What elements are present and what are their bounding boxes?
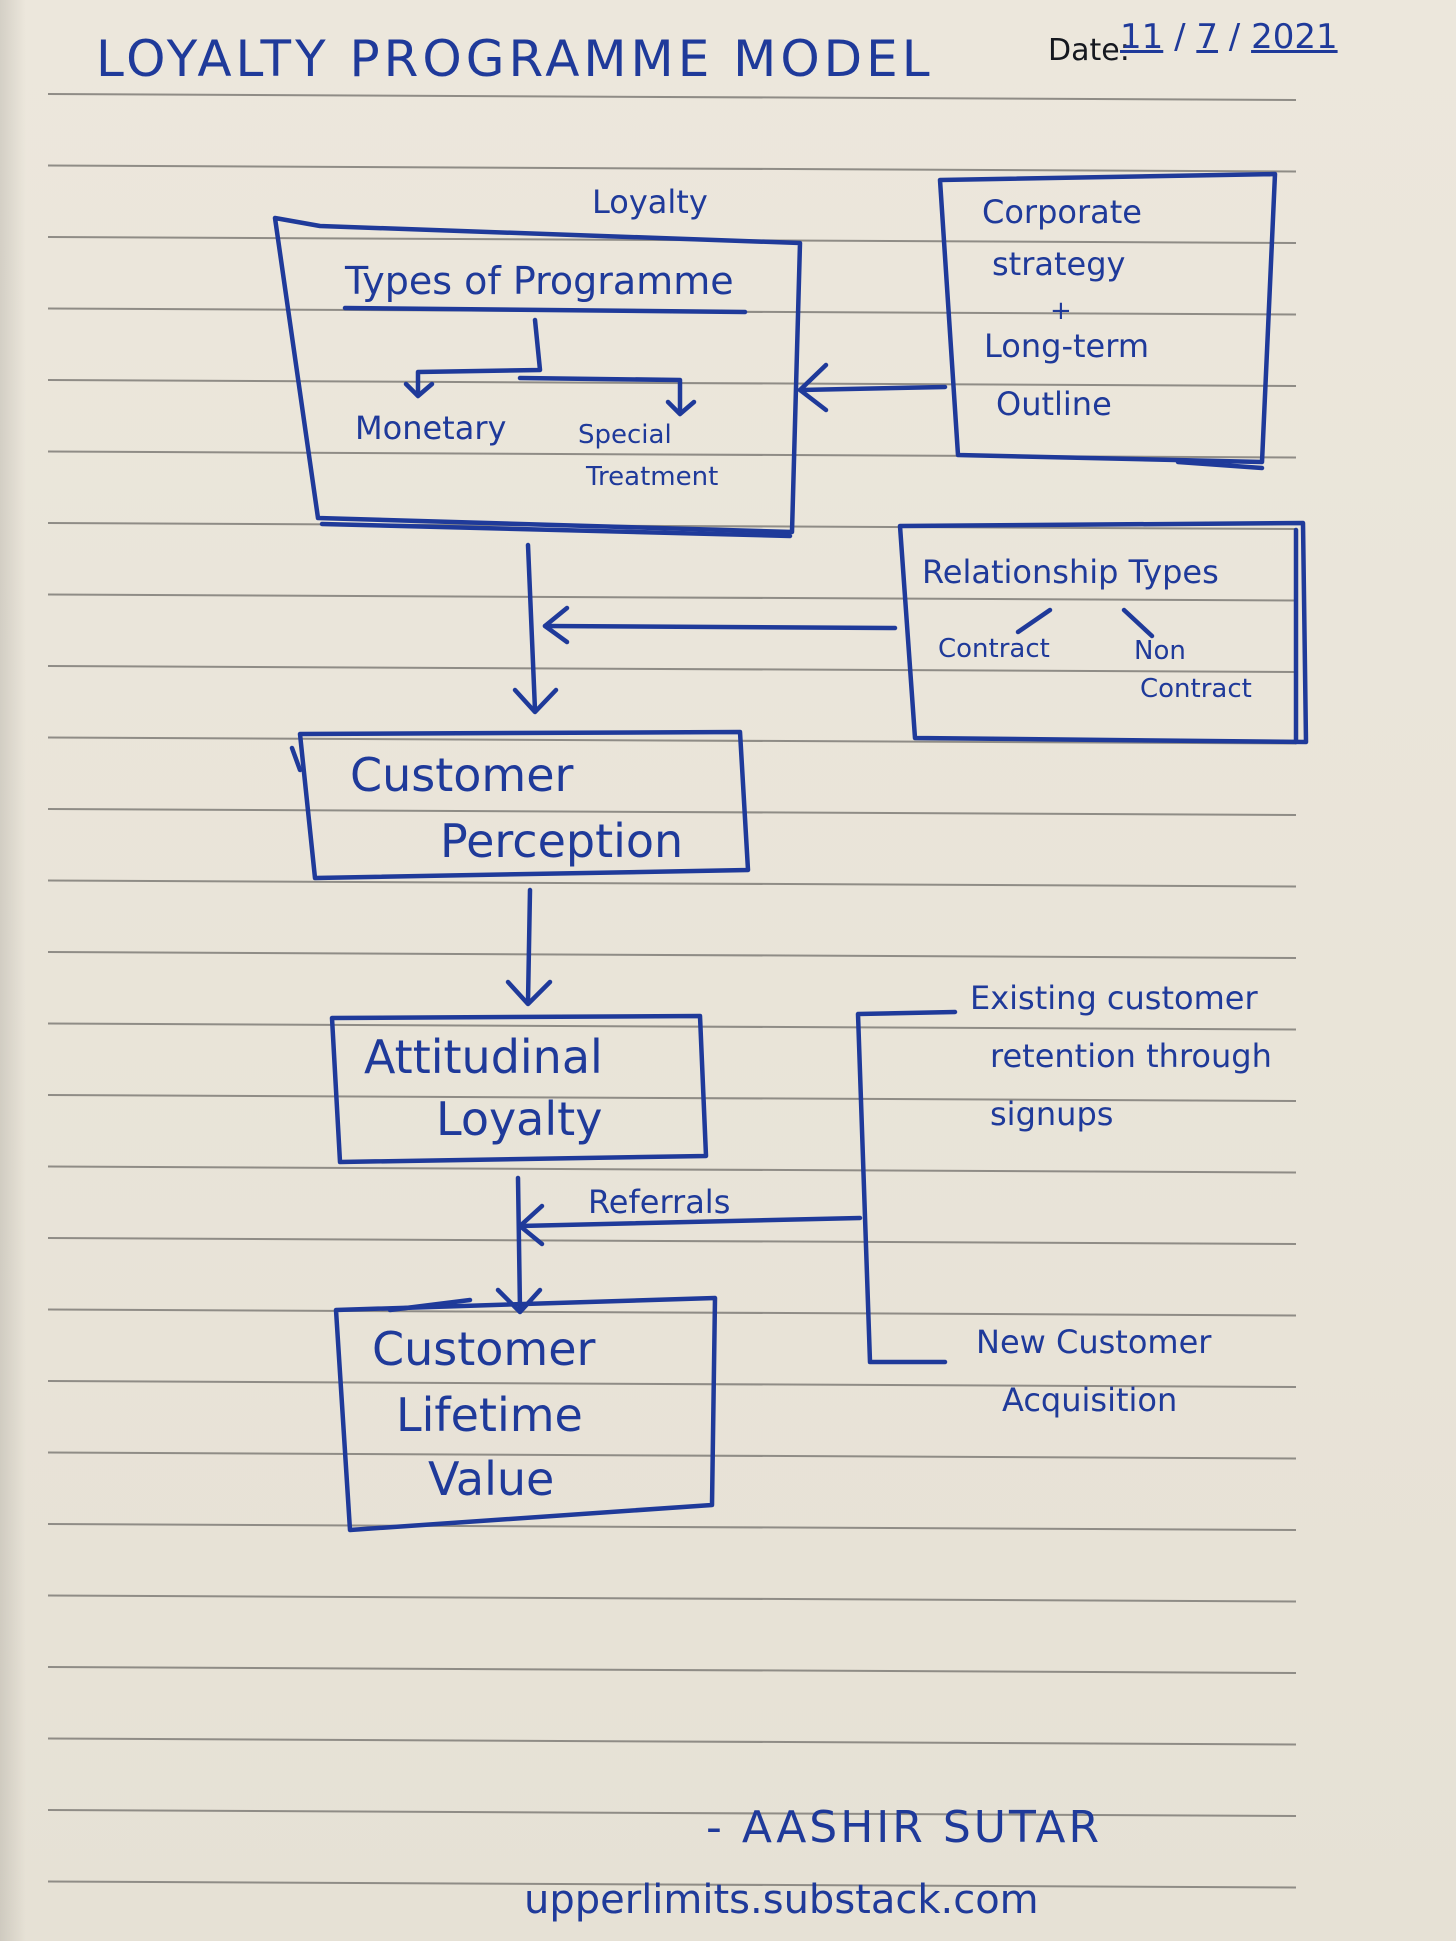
ruled-line [47, 1094, 1297, 1102]
perception-box [297, 729, 751, 881]
ruled-line [47, 164, 1297, 173]
ruled-line [47, 1237, 1297, 1245]
arrow-perception-to-attitudinal [525, 887, 533, 1005]
ruled-line [47, 951, 1297, 959]
ruled-line [47, 1022, 1297, 1031]
ruled-line [47, 1594, 1297, 1603]
ruled-line [47, 808, 1297, 816]
perception-line-2: Perception [440, 814, 684, 868]
existing-note-line-3: signups [990, 1095, 1114, 1133]
existing-note-line-2: retention through [990, 1037, 1272, 1075]
types-box-accent [319, 521, 793, 539]
referrals-line [517, 1215, 863, 1229]
relationship-option-non: Non [1134, 636, 1186, 666]
date-day: 11 [1120, 17, 1164, 57]
ruled-line [47, 593, 1297, 602]
arrow-corporate-to-types [797, 384, 948, 393]
customer-bracket [855, 1009, 958, 1365]
ruled-line [47, 93, 1297, 101]
corporate-box-accent [1175, 459, 1265, 471]
ruled-line [47, 1451, 1297, 1460]
referrals-label: Referrals [588, 1183, 731, 1221]
clv-line-1: Customer [372, 1322, 596, 1376]
ruled-line [47, 1165, 1297, 1174]
date-year: 2021 [1251, 17, 1338, 57]
types-branch-connector-right [517, 375, 683, 413]
ruled-line [47, 1666, 1297, 1674]
relationship-box [897, 520, 1309, 745]
arrow-relationship-to-main [542, 623, 898, 631]
page-title: LOYALTY PROGRAMME MODEL [96, 30, 934, 88]
types-box [272, 215, 803, 535]
ruled-line [47, 1880, 1297, 1889]
ruled-line [47, 1737, 1297, 1746]
corporate-line-4: Outline [996, 385, 1112, 423]
types-option-treatment: Treatment [586, 462, 719, 492]
arrow-types-to-perception-head [512, 687, 559, 715]
attitudinal-line-2: Loyalty [436, 1092, 603, 1146]
ruled-line [47, 379, 1297, 387]
new-note-line-2: Acquisition [1002, 1381, 1178, 1419]
perception-line-1: Customer [350, 748, 574, 802]
date-value: 11 / 7 / 2021 [1120, 17, 1338, 57]
existing-note-line-1: Existing customer [970, 979, 1258, 1017]
attitudinal-box [329, 1013, 709, 1165]
ruled-line [47, 1308, 1297, 1317]
arrow-types-to-perception [525, 542, 538, 713]
ruled-line [47, 1809, 1297, 1817]
ruled-line [47, 665, 1297, 673]
corporate-line-2: strategy [992, 245, 1126, 283]
author-signature: - AASHIR SUTAR [706, 1802, 1103, 1853]
arrow-corporate-head [797, 362, 829, 413]
corporate-box [937, 171, 1278, 465]
corporate-line-1: Corporate [982, 193, 1142, 231]
arrow-attitudinal-head [495, 1287, 543, 1315]
arrow-attitudinal-to-clv [515, 1175, 523, 1313]
referrals-arrow-head [517, 1203, 545, 1247]
perception-box-accent [289, 745, 303, 773]
date-month: 7 [1196, 17, 1218, 57]
clv-box-accent [387, 1297, 473, 1313]
relationship-branch-right [1121, 607, 1155, 639]
special-arrow-head [665, 399, 697, 417]
types-option-special: Special [578, 420, 672, 450]
types-option-monetary: Monetary [355, 409, 507, 447]
monetary-arrow-head [403, 381, 435, 399]
relationship-option-noncontract: Contract [1140, 674, 1252, 704]
footer-url: upperlimits.substack.com [524, 1877, 1039, 1923]
types-title-underline [342, 305, 748, 315]
relationship-box-title: Relationship Types [922, 553, 1219, 591]
clv-line-2: Lifetime [396, 1388, 583, 1442]
ruled-line [47, 736, 1297, 745]
new-note-line-1: New Customer [976, 1323, 1212, 1361]
loyalty-caption: Loyalty [592, 183, 708, 221]
corporate-plus: + [1050, 296, 1072, 326]
arrow-perception-head [505, 979, 553, 1007]
ruled-line [47, 1380, 1297, 1388]
clv-line-3: Value [428, 1452, 555, 1506]
corporate-line-3: Long-term [984, 327, 1149, 365]
date-label: Date: [1048, 33, 1130, 68]
ruled-line [47, 1523, 1297, 1531]
ruled-line [47, 522, 1297, 530]
attitudinal-line-1: Attitudinal [364, 1030, 603, 1084]
ruled-line [47, 879, 1297, 888]
clv-box [333, 1295, 718, 1533]
types-branch-connector [415, 317, 543, 395]
types-box-title: Types of Programme [345, 259, 734, 303]
arrow-relationship-head [542, 605, 570, 645]
relationship-branch-left [1015, 607, 1053, 635]
relationship-option-contract: Contract [938, 634, 1050, 664]
